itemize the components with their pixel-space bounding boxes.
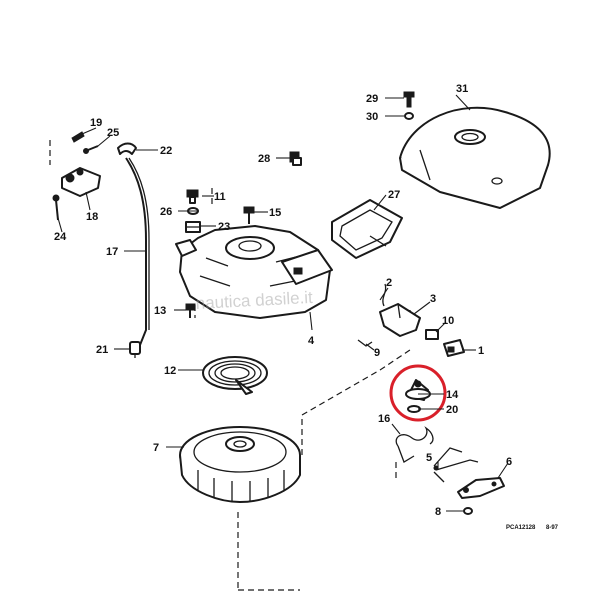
- part-3-lockout-lever: [379, 303, 421, 337]
- part-24-screw: [52, 194, 60, 221]
- callout-2: 2: [386, 277, 392, 289]
- part-15-screw: [243, 206, 255, 224]
- callout-28: 28: [258, 153, 270, 165]
- callout-18: 18: [86, 211, 98, 223]
- drawing-date: 8-97: [546, 525, 559, 531]
- part-30-washer: [404, 112, 414, 120]
- callout-22: 22: [160, 145, 172, 157]
- part-12-rewind-spring: [202, 356, 268, 395]
- part-2-spring: [382, 283, 387, 307]
- callout-14: 14: [446, 389, 459, 401]
- callout-5: 5: [426, 452, 432, 464]
- part-5-link-springs: [433, 447, 479, 483]
- part-18-link-assembly: [61, 167, 101, 197]
- part-22-link: [117, 142, 137, 155]
- callout-27: 27: [388, 189, 400, 201]
- callout-20: 20: [446, 404, 458, 416]
- part-6-lever: [457, 477, 505, 499]
- part-8-screw: [463, 507, 473, 515]
- leader-lines: [57, 94, 509, 512]
- part-14-retainer: [405, 379, 431, 401]
- part-4-starter-housing: [175, 225, 333, 319]
- callout-10: 10: [442, 315, 454, 327]
- callout-9: 9: [374, 347, 380, 359]
- part-23-bushing: [185, 221, 201, 233]
- callout-11: 11: [214, 191, 226, 203]
- part-29-screw: [403, 91, 415, 108]
- part-1-pawl: [443, 339, 465, 357]
- part-19-pin: [71, 131, 85, 143]
- callout-21: 21: [96, 344, 108, 356]
- callout-3: 3: [430, 293, 436, 305]
- drawing-code: PCA12128: [506, 525, 536, 531]
- callout-25: 25: [107, 127, 119, 139]
- part-11-screw: [186, 189, 199, 204]
- part-27-handle: [331, 199, 403, 259]
- callout-26: 26: [160, 206, 172, 218]
- part-16-spring: [395, 426, 434, 463]
- part-9-pin: [357, 339, 373, 347]
- callout-19: 19: [90, 117, 102, 129]
- callout-17: 17: [106, 246, 118, 258]
- callout-15: 15: [269, 207, 281, 219]
- part-21-rod-end: [129, 341, 141, 358]
- callout-24: 24: [54, 231, 67, 243]
- callout-7: 7: [153, 442, 159, 454]
- callout-29: 29: [366, 93, 378, 105]
- part-25-pin: [83, 145, 99, 154]
- callout-8: 8: [435, 506, 441, 518]
- callout-13: 13: [154, 305, 166, 317]
- part-28-clip: [289, 151, 302, 166]
- callout-6: 6: [506, 456, 512, 468]
- callout-1: 1: [478, 345, 484, 357]
- callout-30: 30: [366, 111, 378, 123]
- callout-23: 23: [218, 221, 230, 233]
- part-7-rope-pulley: [179, 426, 301, 503]
- part-31-starter-cover: [399, 106, 551, 209]
- callout-16: 16: [378, 413, 390, 425]
- part-13-screw: [185, 303, 196, 318]
- callout-labels: 1 2 3 4 5 6 7 8 9 10 11 12 13 14 15 16 1…: [54, 83, 512, 518]
- callout-12: 12: [164, 365, 176, 377]
- part-10-plunger: [425, 329, 439, 340]
- callout-31: 31: [456, 83, 468, 95]
- highlight-circle: [389, 364, 447, 422]
- callout-4: 4: [308, 335, 315, 347]
